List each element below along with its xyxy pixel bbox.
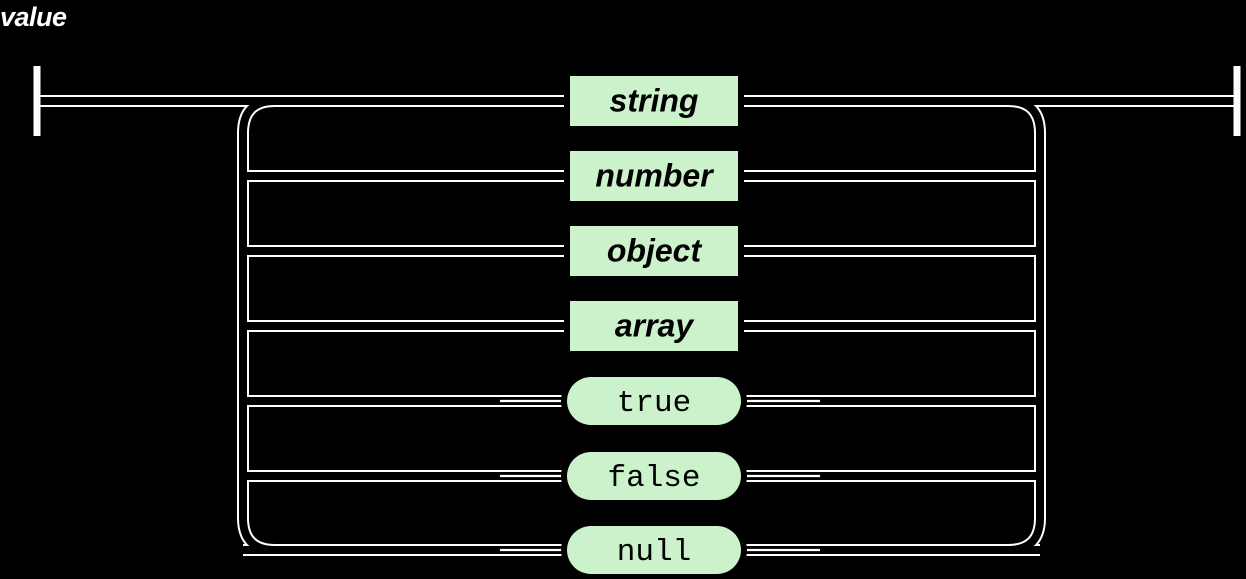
node-string-fill (570, 76, 738, 126)
endpoint-layer (33, 66, 1241, 136)
node-string[interactable]: string (564, 73, 744, 129)
node-object-label: object (607, 232, 703, 268)
node-number[interactable]: number (564, 148, 744, 204)
node-true[interactable]: true (561, 373, 747, 429)
node-false-label: false (607, 461, 700, 496)
node-number-label: number (595, 157, 714, 193)
node-false[interactable]: false (561, 448, 747, 504)
node-string-label: string (610, 82, 699, 118)
node-layer: string number object array (561, 73, 747, 578)
node-number-fill (570, 151, 738, 201)
node-array-label: array (615, 307, 696, 343)
node-array[interactable]: array (564, 298, 744, 354)
node-array-fill (570, 301, 738, 351)
node-true-fill (567, 377, 741, 425)
track-layer (36, 95, 1238, 556)
node-object[interactable]: object (564, 223, 744, 279)
page-title: value (0, 2, 67, 32)
node-true-label: true (617, 386, 691, 421)
node-null-fill (567, 526, 741, 574)
node-null-label: null (617, 535, 691, 570)
node-false-fill (567, 452, 741, 500)
node-object-fill (570, 226, 738, 276)
node-null[interactable]: null (561, 522, 747, 578)
